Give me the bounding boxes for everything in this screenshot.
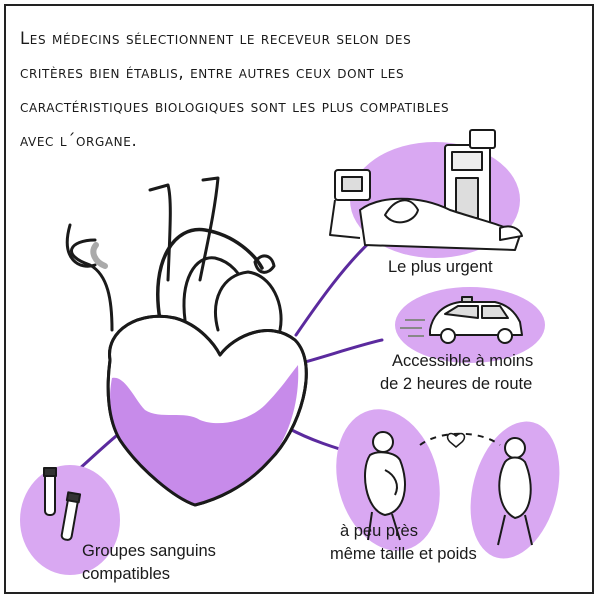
caption-line: caractéristiques biologiques sont les pl… [20,97,450,116]
hospital-bed-icon [329,129,523,251]
small-heart-icon [446,432,466,448]
heart-icon [65,176,308,507]
caption-text: Les médecins sélectionnent le receveur s… [20,22,580,158]
donor-figure-icon [497,437,533,546]
dashed-link [419,432,501,446]
criterion-urgent-label: Le plus urgent [388,258,493,276]
connector-line [303,338,384,364]
caption-line: critères bien établis, entre autres ceux… [20,63,405,82]
criterion-distance-label: Accessible à moins de 2 heures de route [380,352,534,393]
car-icon [400,296,523,344]
blood-tubes-icon [43,467,82,541]
criterion-blood-label: Groupes sanguins compatibles [82,542,216,583]
caption-line: avec l´organe. [20,131,138,150]
caption-line: Les médecins sélectionnent le receveur s… [20,29,412,48]
connector-line [294,238,374,337]
criterion-size-label: à peu près même taille et poids [330,522,477,563]
recipient-figure-icon [364,431,406,541]
